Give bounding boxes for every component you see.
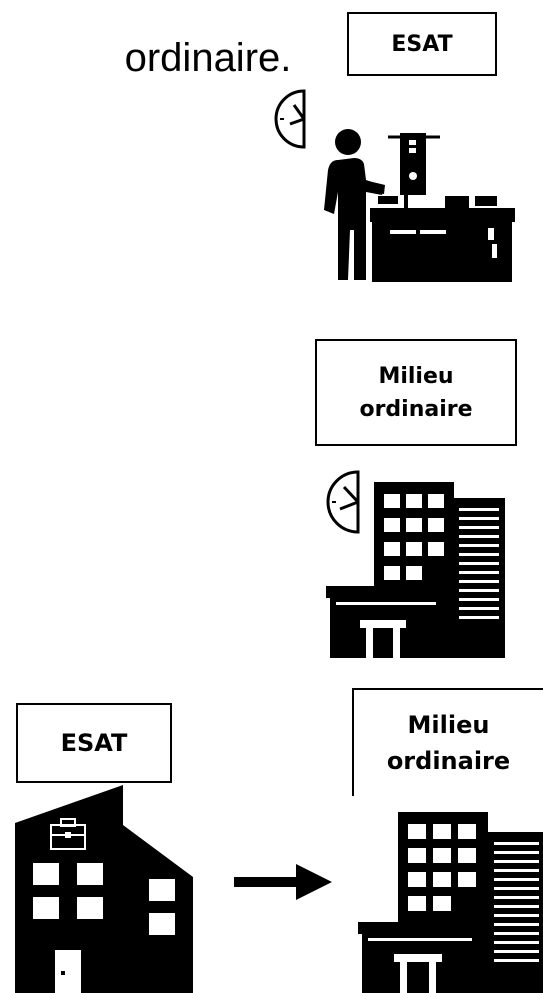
ordinaire-text: ordinaire. (124, 36, 292, 80)
ordinaire-label: ordinaire (359, 396, 473, 422)
right-arrow-icon (234, 864, 332, 900)
ordinaire-label-bottom: ordinaire (386, 747, 511, 775)
office-building-icon-bottom (358, 812, 543, 993)
esat-building-icon (15, 785, 193, 993)
clock-icon (326, 470, 360, 534)
milieu-label: Milieu (378, 363, 454, 389)
clock-icon (274, 89, 306, 149)
esat-label: ESAT (391, 31, 453, 57)
esat-label-bottom: ESAT (60, 729, 128, 757)
esat-label-box-bottom: ESAT (16, 703, 172, 783)
milieu-ordinaire-label-box: Milieu ordinaire (315, 339, 517, 446)
office-building-icon (326, 482, 505, 658)
milieu-label-bottom: Milieu (407, 711, 490, 739)
worker-at-workstation-icon (324, 129, 515, 282)
esat-label-box: ESAT (347, 12, 497, 76)
milieu-ordinaire-label-box-bottom: Milieu ordinaire (352, 688, 543, 796)
